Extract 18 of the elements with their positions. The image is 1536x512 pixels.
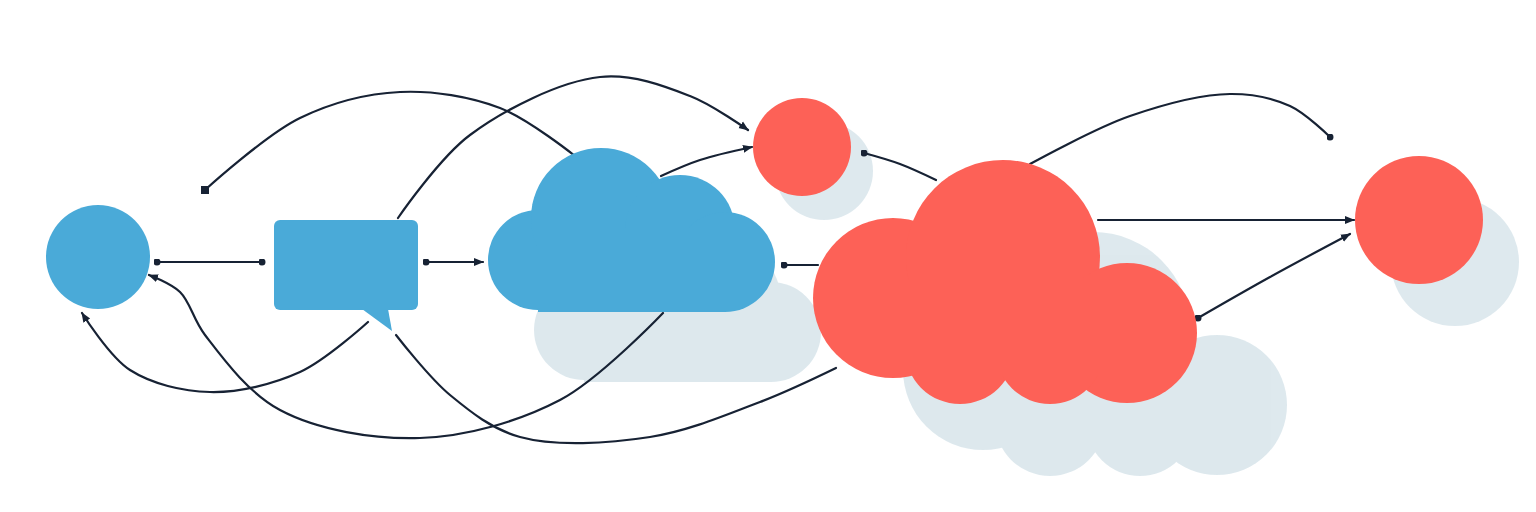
circle-node: [46, 205, 150, 309]
arrow: [1096, 216, 1356, 224]
arrow: [147, 273, 665, 440]
connector-line: [153, 258, 266, 266]
arrow: [1194, 232, 1352, 322]
cloud-node: [813, 160, 1197, 404]
arrow: [659, 145, 754, 178]
circle-node: [1355, 156, 1483, 284]
cloud-node: [488, 148, 776, 312]
arrow: [396, 75, 750, 220]
arrow: [422, 258, 485, 266]
circle-node: [753, 98, 851, 196]
arrow: [80, 311, 370, 394]
connector-line: [1028, 92, 1334, 166]
speech-bubble-node: [274, 220, 418, 332]
connector-line: [860, 149, 938, 182]
connector-line: [394, 333, 838, 445]
connector-line: [780, 261, 820, 269]
